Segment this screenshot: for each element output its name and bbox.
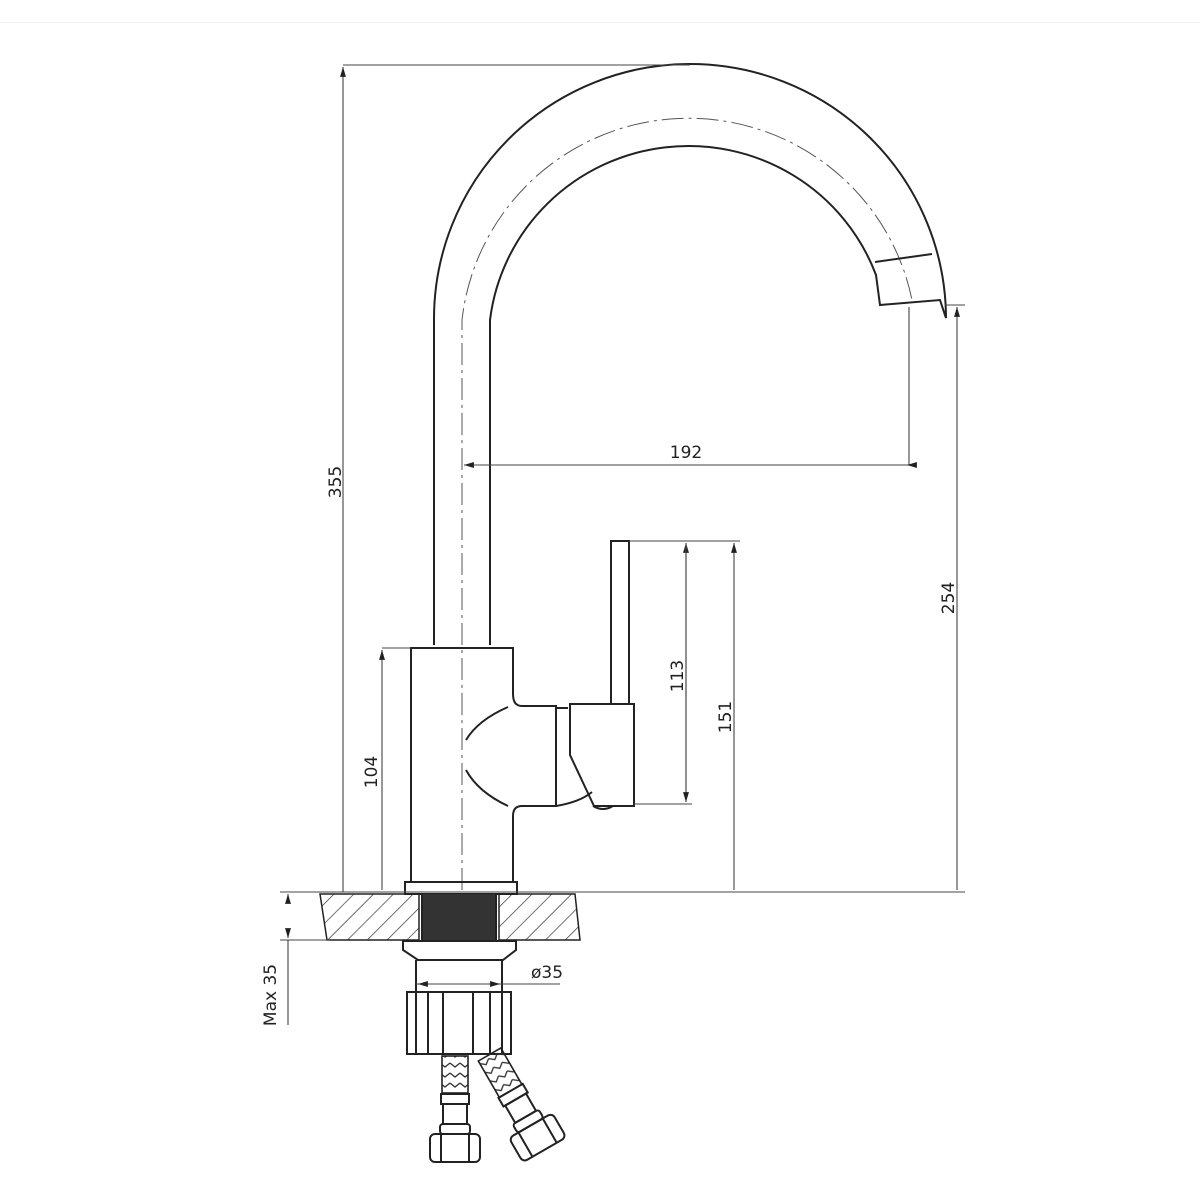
dim-hole-diameter: ø35 bbox=[531, 963, 563, 983]
supply-hoses bbox=[429, 1046, 566, 1163]
dim-max-thickness: Max 35 bbox=[261, 964, 281, 1026]
faucet-body bbox=[410, 647, 635, 883]
lever-handle bbox=[610, 540, 630, 705]
spout bbox=[432, 63, 947, 890]
dim-spout-height: 254 bbox=[939, 582, 959, 614]
dim-body-height: 104 bbox=[362, 756, 382, 788]
dim-lever-height: 151 bbox=[716, 701, 736, 733]
dim-spout-reach: 192 bbox=[670, 443, 702, 463]
countertop-section bbox=[319, 881, 581, 1055]
dimension-lines bbox=[280, 64, 965, 1025]
top-band bbox=[0, 0, 1200, 23]
dim-lever-length: 113 bbox=[668, 660, 688, 692]
dim-total-height: 355 bbox=[326, 466, 346, 498]
